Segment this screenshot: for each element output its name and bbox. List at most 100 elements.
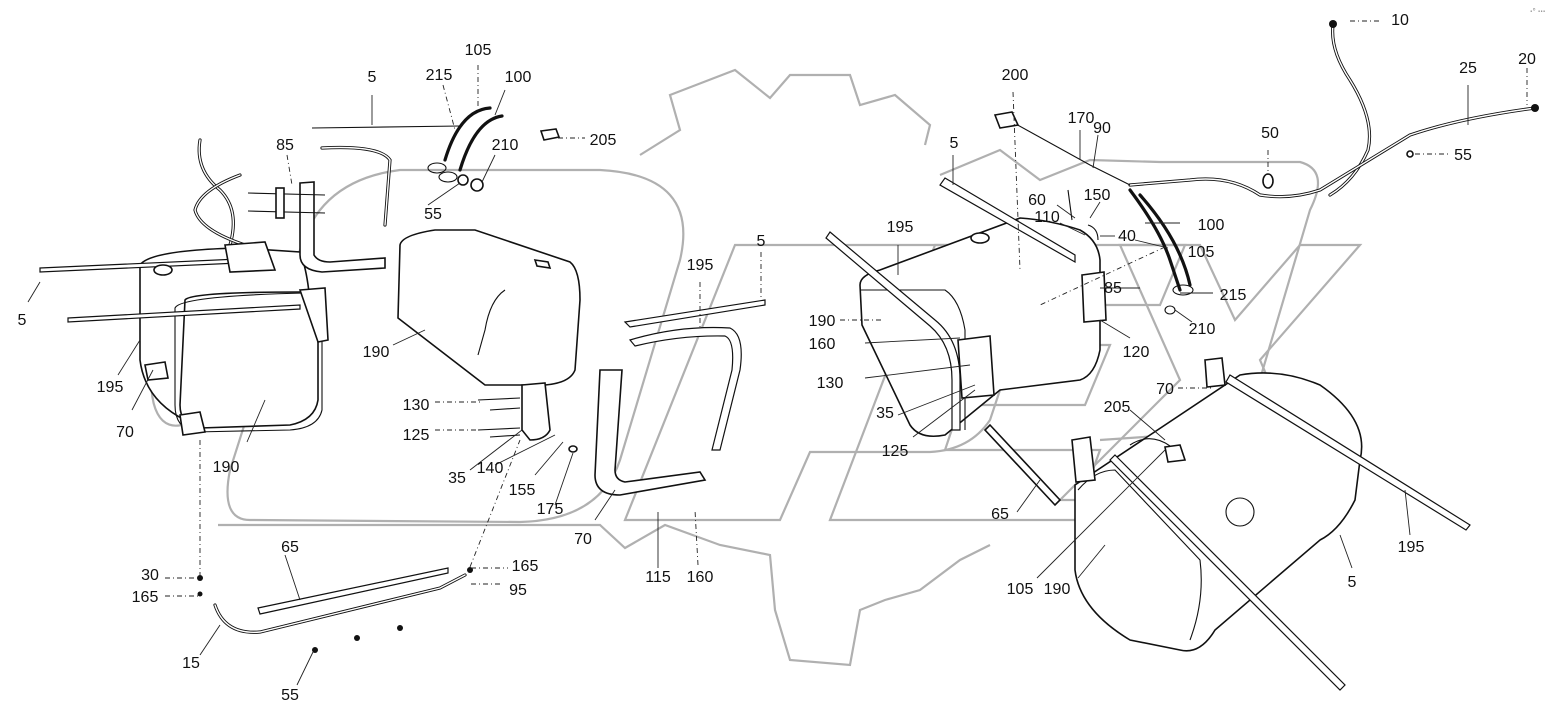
callout-label-35: 35 [448, 470, 466, 487]
left-vent-hose-a-inner [198, 139, 234, 246]
sender-wire-205-right [1129, 438, 1171, 447]
callout-label-100: 100 [1198, 217, 1225, 234]
sender-200 [993, 111, 1020, 129]
callout-label-120: 120 [1123, 344, 1150, 361]
callout-label-160: 160 [809, 336, 836, 353]
strap-5-middle [623, 299, 766, 328]
fuel-line-15-inner [214, 574, 466, 633]
elbow-40 [1087, 224, 1099, 241]
fitting-30 [197, 575, 203, 581]
callout-label-105: 105 [465, 42, 492, 59]
strap-65 [257, 567, 449, 615]
callout-label-55: 55 [281, 687, 299, 704]
left-vent-hose-b-inner [194, 174, 246, 246]
callout-label-5: 5 [950, 135, 959, 152]
hose-100-right [1128, 188, 1182, 292]
left-bracket-foot [179, 411, 206, 436]
callout-label-125: 125 [403, 427, 430, 444]
callout-label-65: 65 [281, 539, 299, 556]
left-vent-hose-a [197, 138, 235, 247]
callout-label-35: 35 [876, 405, 894, 422]
callout-label-215: 215 [1220, 287, 1247, 304]
middle-tank-fitting [533, 259, 552, 269]
filler-neck-right [970, 232, 990, 244]
right-fuel-lines [993, 20, 1539, 315]
callout-label-130: 130 [817, 375, 844, 392]
fuel-line-15 [213, 573, 467, 634]
callout-label-25: 25 [1459, 60, 1477, 77]
left-filler-cap [153, 264, 173, 276]
middle-straps [477, 299, 766, 496]
bracket-right-upper-a [1081, 271, 1107, 323]
callout-label-195: 195 [687, 257, 714, 274]
strap-curve [320, 145, 392, 227]
callout-label-170: 170 [1068, 110, 1095, 127]
callout-label-160: 160 [687, 569, 714, 586]
watermark-gear [218, 68, 1320, 667]
middle-tank-recess [477, 289, 506, 356]
callout-label-50: 50 [1261, 125, 1279, 142]
loop-215-right [1172, 284, 1194, 296]
left-bracket-rear [144, 361, 169, 381]
right-lower-tank-body [1074, 372, 1363, 652]
clip-55-c [397, 625, 403, 631]
left-bracket-front [298, 287, 329, 343]
callout-label-5: 5 [18, 312, 27, 329]
callout-label-40: 40 [1118, 228, 1136, 245]
fuel-line-10-inner [1329, 24, 1371, 196]
bracket-70-right [1204, 357, 1226, 388]
hose-loop-215 [427, 162, 447, 174]
middle-tank-body [397, 229, 581, 386]
bracket-85-left [299, 181, 386, 273]
callout-label-30: 30 [141, 567, 159, 584]
sender-205-right [1164, 444, 1187, 463]
callout-label-115: 115 [645, 569, 671, 586]
strap-195-middle [628, 326, 742, 451]
middle-tank [397, 229, 581, 386]
callout-label-215: 215 [426, 67, 453, 84]
watermark-letter-o [226, 168, 685, 524]
callout-label-10: 10 [1391, 12, 1409, 29]
strap-195-right-upper [825, 231, 961, 431]
bracket-lower-left [1071, 436, 1096, 483]
line-end-20 [1531, 104, 1539, 112]
right-lower-tank [1071, 357, 1471, 691]
callout-label-200: 200 [1002, 67, 1029, 84]
bracket-70-middle [594, 369, 707, 496]
callout-label-100: 100 [505, 69, 532, 86]
right-upper-tank [825, 177, 1107, 507]
spacer-175 [568, 445, 578, 453]
hose-100 [458, 114, 504, 172]
hose-105 [443, 106, 492, 162]
callout-label-195: 195 [887, 219, 914, 236]
sender-205 [539, 128, 561, 141]
callout-label-70: 70 [116, 424, 134, 441]
callout-label-155: 155 [509, 482, 536, 499]
callout-label-130: 130 [403, 397, 430, 414]
left-sender-unit [224, 241, 277, 273]
callout-label-195: 195 [1398, 539, 1425, 556]
grommet-210 [470, 178, 484, 192]
callout-label-140: 140 [477, 460, 504, 477]
callout-label-205: 205 [590, 132, 617, 149]
callout-label-190: 190 [213, 459, 240, 476]
ring-210-right [1164, 305, 1176, 315]
callout-label-70: 70 [574, 531, 592, 548]
top-left-parts [247, 106, 561, 273]
callout-label-5: 5 [368, 69, 377, 86]
callout-label-5: 5 [757, 233, 766, 250]
strap-5-right-tail [983, 423, 1062, 507]
clip-55-b [354, 635, 360, 641]
callout-label-165: 165 [512, 558, 539, 575]
callout-label-190: 190 [363, 344, 390, 361]
callout-label-110: 110 [1034, 209, 1060, 226]
callout-label-190: 190 [809, 313, 836, 330]
fuel-line-25-inner [1129, 107, 1536, 198]
left-tank-assembly [39, 138, 329, 436]
strap-5-right-lower [1109, 454, 1346, 691]
strap-195-right-lower [1225, 374, 1471, 531]
clip-55-right [1406, 150, 1414, 158]
strap-5-top [311, 125, 461, 129]
callout-label-190: 190 [1044, 581, 1071, 598]
